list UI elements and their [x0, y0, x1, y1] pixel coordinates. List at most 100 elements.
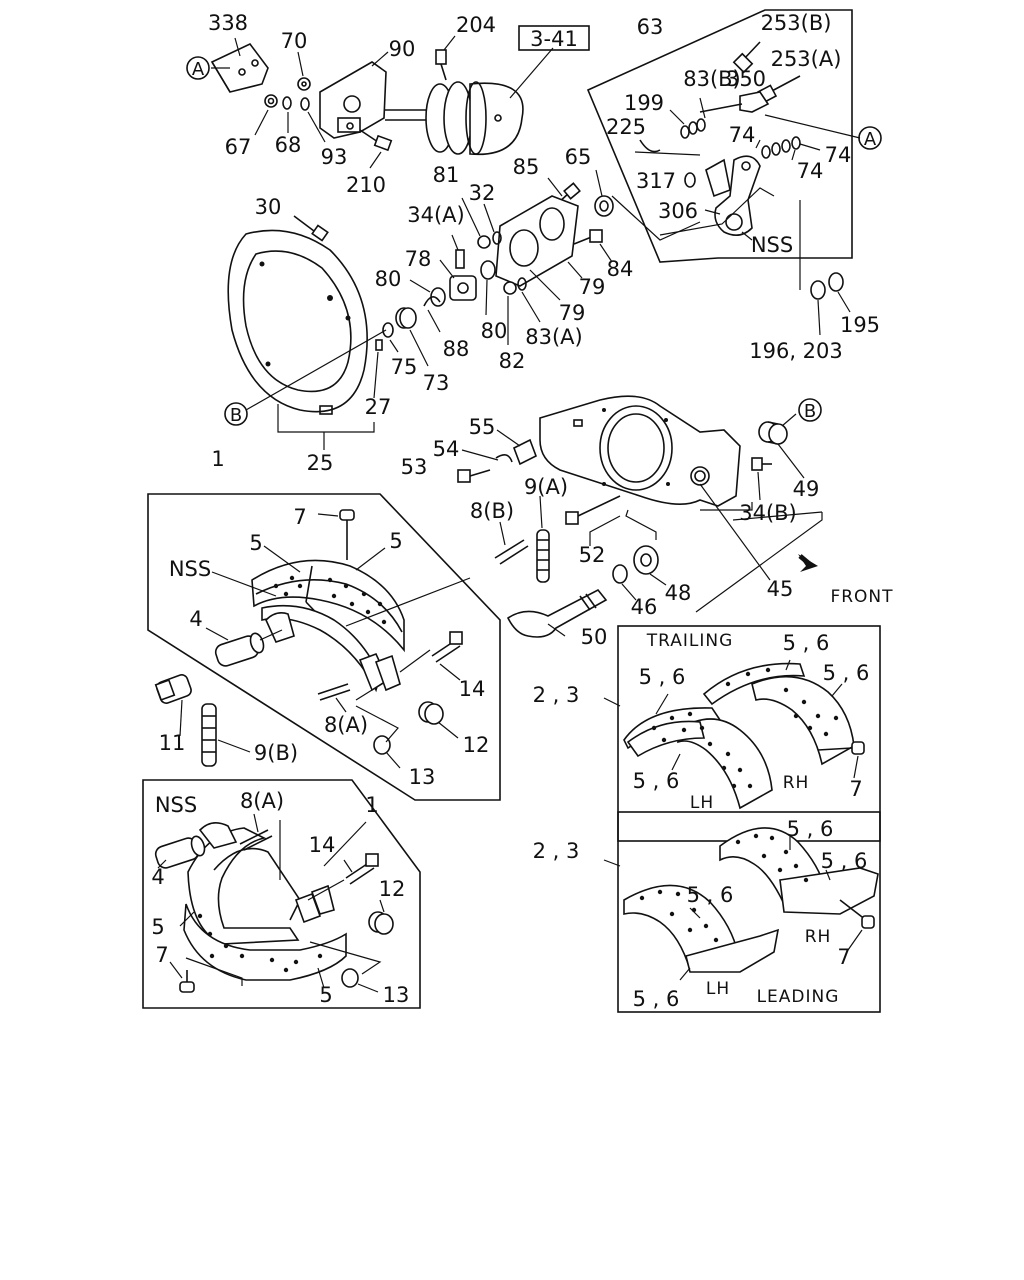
label-68: 68	[275, 133, 302, 157]
label-7-lower: 7	[155, 943, 168, 967]
brake-shoe-upper	[251, 559, 405, 693]
clip-27	[375, 339, 383, 351]
label-8a-upper: 8(A)	[324, 713, 368, 737]
label-2-3-trailing: 2 , 3	[533, 683, 580, 707]
label-79a: 79	[579, 275, 606, 299]
label-4-lower: 4	[151, 865, 164, 889]
shoe-assembly-frame-upper	[147, 493, 501, 801]
label-13-lower: 13	[383, 983, 410, 1007]
label-1-upper: 1	[211, 447, 224, 471]
bolt-210	[359, 129, 393, 152]
label-nss-mid: NSS	[169, 557, 211, 581]
trailing-lining-rh	[702, 662, 855, 766]
pin-8a-lower	[239, 829, 273, 851]
label-11: 11	[159, 731, 186, 755]
clip-54	[495, 454, 513, 463]
washers-199	[680, 118, 706, 139]
label-50: 50	[581, 625, 608, 649]
label-12-lower: 12	[379, 877, 406, 901]
nut-81	[477, 235, 491, 249]
label-65: 65	[565, 145, 592, 169]
label-8a-lower: 8(A)	[240, 789, 284, 813]
bracket-79	[495, 195, 579, 287]
ring-83a	[517, 277, 527, 291]
camshaft-assembly-frame	[586, 9, 853, 263]
front-arrow	[798, 554, 818, 572]
seal-48	[633, 545, 659, 575]
label-trailing-56b: 5 , 6	[823, 661, 870, 685]
pin-8a-upper	[317, 683, 351, 701]
rivet-7b	[179, 970, 195, 993]
label-52: 52	[579, 543, 606, 567]
label-79b: 79	[559, 301, 586, 325]
label-8b: 8(B)	[470, 499, 514, 523]
reference-box-3-41: 3-41	[518, 25, 590, 51]
rod-350	[699, 91, 770, 113]
leading-lining-rh	[719, 827, 879, 915]
clip-13b	[341, 968, 359, 988]
chamber-bracket-90	[319, 61, 387, 139]
label-85: 85	[513, 155, 540, 179]
label-14-upper: 14	[459, 677, 486, 701]
trailing-rivet-7	[817, 741, 865, 755]
label-306: 306	[658, 199, 698, 223]
label-7-upper: 7	[293, 505, 306, 529]
label-13-upper: 13	[409, 765, 436, 789]
label-32: 32	[469, 181, 496, 205]
label-74a: 74	[729, 123, 756, 147]
seal-65	[594, 195, 614, 217]
brake-shoe-lower	[183, 822, 347, 981]
bolt-253b	[732, 41, 761, 74]
label-trailing: TRAILING	[646, 631, 734, 651]
label-84: 84	[607, 257, 634, 281]
label-5-lower-left: 5	[151, 915, 164, 939]
svg-text:3-41: 3-41	[530, 27, 578, 51]
label-53: 53	[401, 455, 428, 479]
label-34a: 34(A)	[407, 203, 464, 227]
slack-adjuster-306	[714, 155, 761, 236]
label-trailing-rh: RH	[783, 773, 810, 793]
label-90: 90	[389, 37, 416, 61]
label-34b: 34(B)	[739, 501, 797, 525]
label-front: FRONT	[830, 587, 893, 607]
label-leading-7: 7	[837, 945, 850, 969]
svg-text:A: A	[864, 129, 877, 150]
camshaft-50	[506, 588, 608, 638]
shoe-assembly-frame-lower	[142, 779, 421, 1009]
label-83b: 83(B)	[683, 67, 741, 91]
washer-80	[480, 260, 496, 280]
label-5-upper-left: 5	[249, 531, 262, 555]
bolt-52	[565, 495, 621, 525]
label-5-upper-right: 5	[389, 529, 402, 553]
bushing-49	[758, 421, 788, 445]
bolt-30	[293, 215, 329, 242]
label-leading: LEADING	[757, 987, 840, 1007]
label-leading-56c: 5 , 6	[687, 883, 734, 907]
leading-rivet-7	[839, 899, 875, 929]
label-trailing-56c: 5 , 6	[639, 665, 686, 689]
label-leading-56d: 5 , 6	[633, 987, 680, 1011]
label-4-upper: 4	[189, 607, 202, 631]
dust-shield-25	[227, 229, 368, 415]
label-trailing-lh: LH	[690, 793, 714, 813]
label-48: 48	[665, 581, 692, 605]
label-nss-low: NSS	[155, 793, 197, 817]
label-338: 338	[208, 11, 248, 35]
svg-text:B: B	[230, 405, 242, 426]
bolt-53	[457, 469, 491, 483]
label-253a: 253(A)	[771, 47, 842, 71]
label-12-upper: 12	[463, 733, 490, 757]
callout-a-left: A	[186, 56, 210, 80]
leading-lining-lh	[623, 884, 780, 973]
pin-225	[639, 139, 661, 153]
label-210: 210	[346, 173, 386, 197]
label-80a: 80	[375, 267, 402, 291]
label-9b: 9(B)	[254, 741, 298, 765]
bolt-84	[573, 229, 603, 245]
label-leading-rh: RH	[805, 927, 832, 947]
label-46: 46	[631, 595, 658, 619]
label-54: 54	[433, 437, 460, 461]
label-25: 25	[307, 451, 334, 475]
washers-196-203	[810, 280, 826, 300]
